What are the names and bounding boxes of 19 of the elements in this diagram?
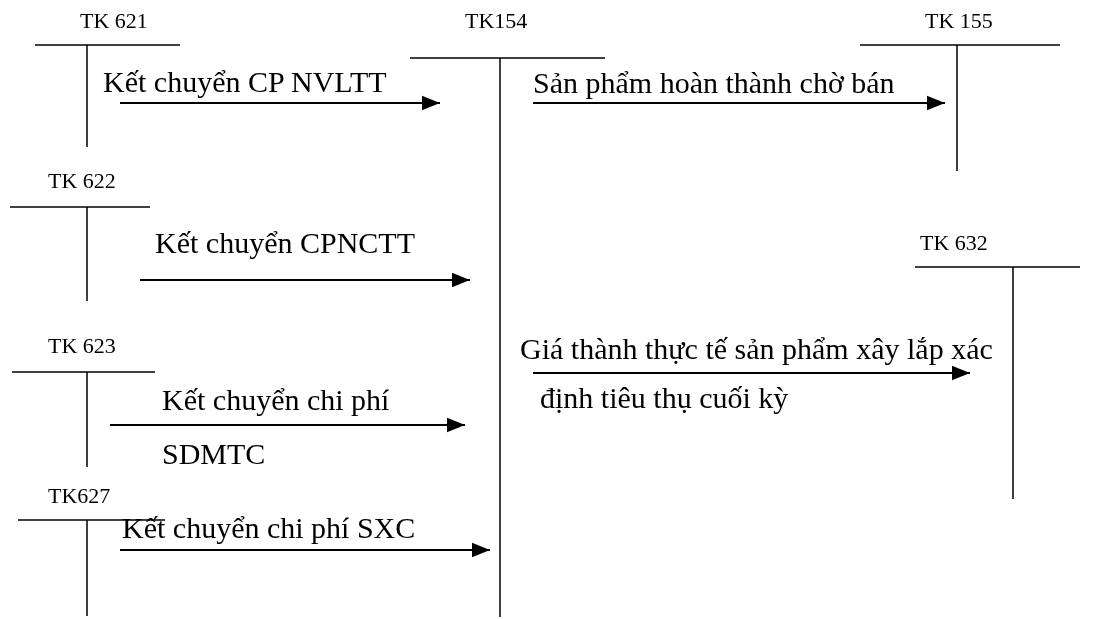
account-title: TK627 bbox=[48, 483, 111, 509]
edge-label: Sản phẩm hoàn thành chờ bán bbox=[533, 65, 896, 101]
account-title: TK 623 bbox=[48, 333, 116, 359]
arrow bbox=[109, 417, 466, 433]
edge-label: Kết chuyển CP NVLTT bbox=[103, 65, 387, 99]
arrow bbox=[532, 365, 971, 381]
arrow bbox=[119, 95, 441, 111]
edge-label: Kết chuyển CPNCTT bbox=[155, 226, 415, 260]
account-title: TK 622 bbox=[48, 168, 116, 194]
arrow bbox=[139, 272, 471, 288]
arrow bbox=[532, 95, 946, 111]
arrow bbox=[119, 542, 491, 558]
edge-label: Giá thành thực tế sản phẩm xây lắp xác định tiêu thụ cuối kỳ bbox=[520, 331, 994, 416]
account-title: TK154 bbox=[465, 8, 528, 34]
account-title: TK 632 bbox=[920, 230, 988, 256]
edge-label: Kết chuyển chi phí SXC bbox=[122, 511, 416, 545]
account-title: TK 621 bbox=[80, 8, 148, 34]
account-title: TK 155 bbox=[925, 8, 993, 34]
edge-label: Kết chuyển chi phí SDMTC bbox=[162, 382, 391, 472]
